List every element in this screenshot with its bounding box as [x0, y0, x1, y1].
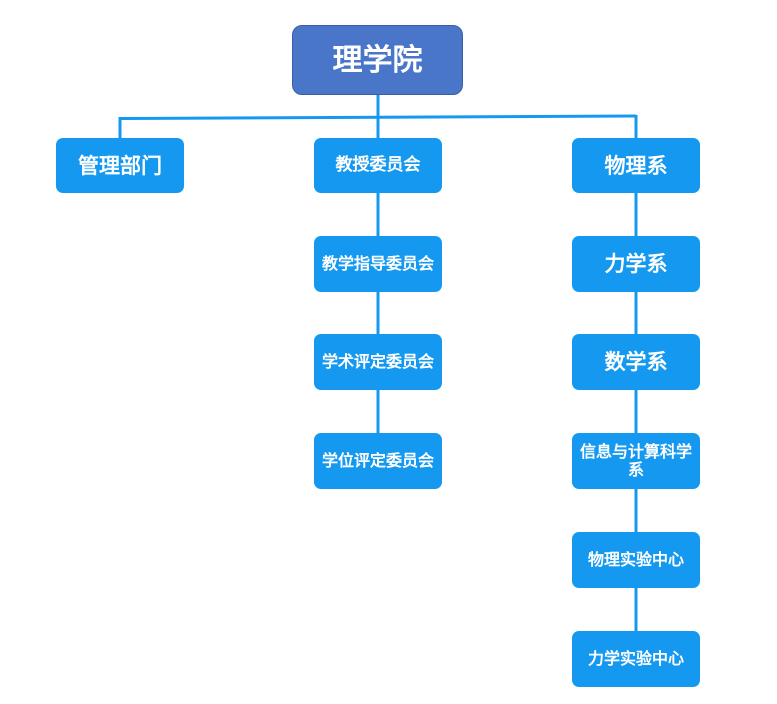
info-computing-department-label: 信息与计算科学系 [579, 442, 692, 479]
mechanics-department-node: 力学系 [572, 236, 700, 292]
academic-committee-node: 学术评定委员会 [314, 334, 442, 390]
physics-department-label: 物理系 [604, 152, 668, 178]
academic-committee-label: 学术评定委员会 [321, 352, 434, 372]
root-label: 理学院 [332, 42, 423, 78]
mechanics-lab-center-node: 力学实验中心 [572, 631, 700, 687]
root-node: 理学院 [292, 25, 463, 95]
mechanics-department-label: 力学系 [604, 251, 668, 277]
degree-committee-label: 学位评定委员会 [321, 451, 434, 471]
teaching-committee-node: 教学指导委员会 [314, 236, 442, 292]
physics-department-node: 物理系 [572, 138, 700, 193]
admin-node: 管理部门 [56, 138, 184, 193]
physics-lab-center-label: 物理实验中心 [587, 550, 684, 570]
teaching-committee-label: 教学指导委员会 [321, 254, 434, 274]
mechanics-lab-center-label: 力学实验中心 [587, 649, 684, 669]
professor-committee-label: 教授委员会 [335, 155, 421, 176]
mathematics-department-label: 数学系 [604, 349, 668, 375]
mathematics-department-node: 数学系 [572, 334, 700, 390]
info-computing-department-node: 信息与计算科学系 [572, 433, 700, 489]
professor-committee-node: 教授委员会 [314, 138, 442, 193]
physics-lab-center-node: 物理实验中心 [572, 532, 700, 588]
degree-committee-node: 学位评定委员会 [314, 433, 442, 489]
admin-label: 管理部门 [78, 152, 162, 178]
